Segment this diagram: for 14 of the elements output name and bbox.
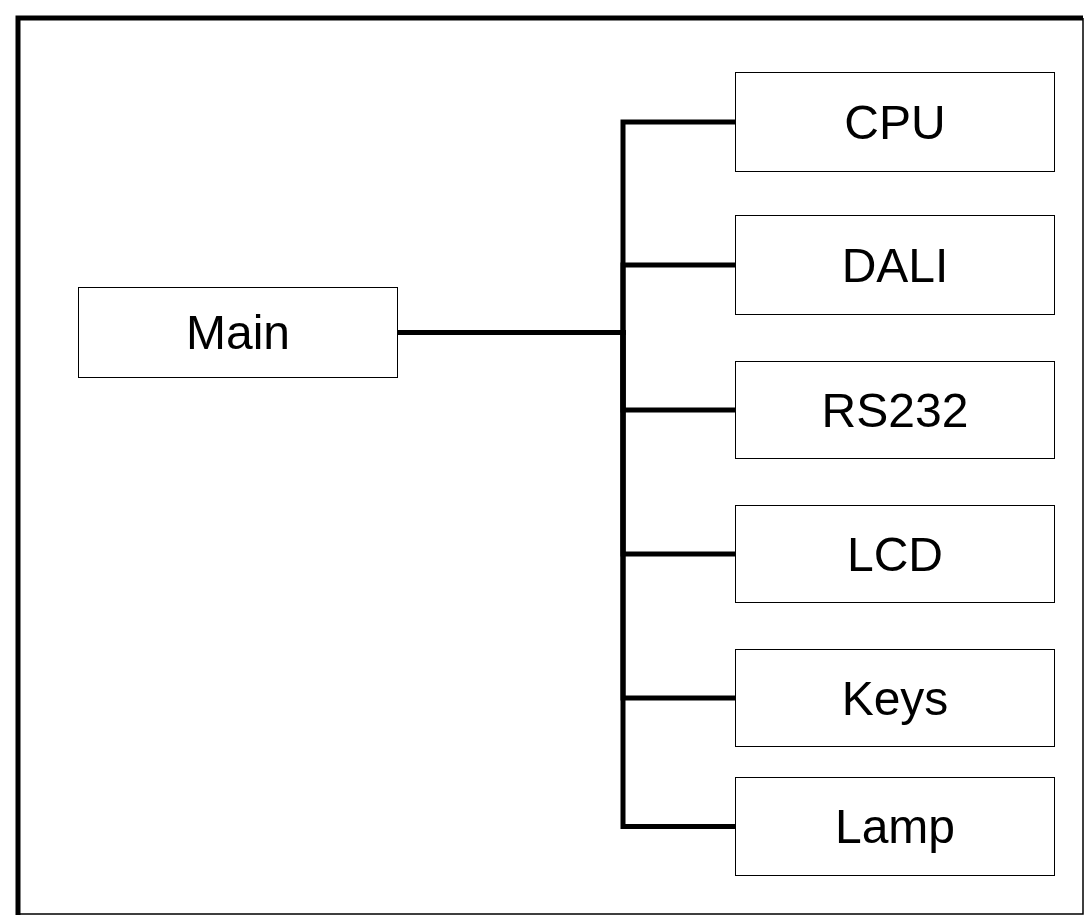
box-label: LCD <box>847 526 943 582</box>
box-label: Keys <box>841 670 949 726</box>
box-label: CPU <box>844 94 946 150</box>
process-box <box>735 777 1055 876</box>
box-label: DALI <box>841 237 949 293</box>
process-box <box>78 287 398 378</box>
process-box <box>735 215 1055 315</box>
process-box <box>735 649 1055 747</box>
box-label: RS232 <box>821 382 969 438</box>
box-label: Lamp <box>834 799 956 854</box>
process-box <box>735 505 1055 603</box>
process-box <box>735 361 1055 459</box>
box-label: Main <box>185 305 290 360</box>
process-box <box>735 72 1055 172</box>
